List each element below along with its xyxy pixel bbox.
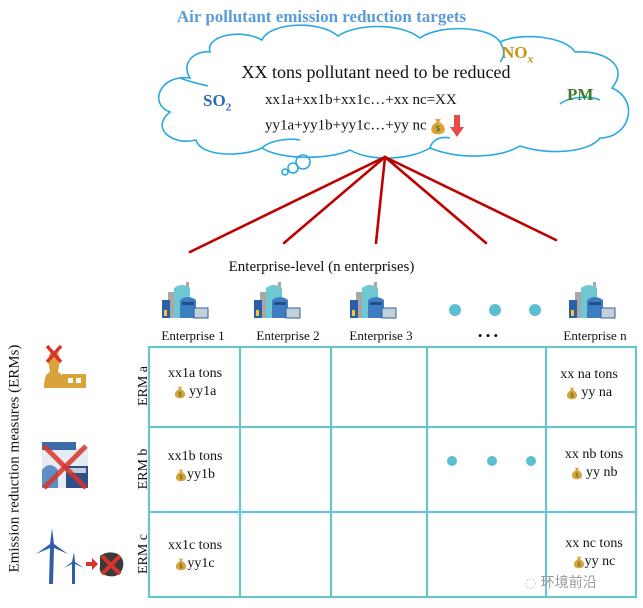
erm-axis-label: Emission reduction measures (ERMs) xyxy=(6,344,23,573)
cell-cost: yy na xyxy=(581,385,613,400)
enterprise-level-label: Enterprise-level (n enterprises) xyxy=(228,259,415,275)
ellipsis-dots-grid xyxy=(447,456,536,466)
enterprise-label-1: Enterprise 1 xyxy=(161,328,225,343)
connector-line-4 xyxy=(383,155,488,245)
cloud-shape xyxy=(158,24,630,176)
connector-line-5 xyxy=(383,155,558,242)
down-arrow-icon xyxy=(450,115,465,137)
money-bag-icon: $ xyxy=(566,387,577,399)
cell-cost: yy1a xyxy=(189,384,217,399)
tons-equation: xx1a+xx1b+xx1c…+xx nc=XX xyxy=(265,92,457,108)
crossed-out-power-plant-icon xyxy=(44,344,86,388)
money-bag-icon: $ xyxy=(176,558,187,570)
cell-enterprise-n-erm-c: xx nc tons $yy nc xyxy=(549,535,639,571)
money-bag-icon: $ xyxy=(431,119,446,135)
factory-icon xyxy=(350,282,397,319)
connector-line-3 xyxy=(374,155,387,245)
cell-tons: xx na tons xyxy=(560,367,618,382)
money-bag-icon: $ xyxy=(174,386,185,398)
factory-icon xyxy=(569,282,616,319)
svg-text:$: $ xyxy=(178,391,182,398)
cell-enterprise1-erm-b: xx1b tons $ yy1b xyxy=(150,448,240,484)
watermark: ◌ 环境前沿 xyxy=(525,575,597,591)
cell-tons: xx1c tons xyxy=(167,538,223,553)
cell-cost: yy nc xyxy=(584,554,616,569)
svg-text:$: $ xyxy=(179,563,183,570)
svg-text:$: $ xyxy=(179,474,183,481)
money-bag-icon: $ xyxy=(573,556,584,568)
money-bag-icon: $ xyxy=(571,467,582,479)
cost-equation-row: yy1a+yy1b+yy1c…+yy nc $ xyxy=(265,115,465,137)
svg-text:$: $ xyxy=(436,124,441,133)
cell-tons: xx nc tons xyxy=(565,536,623,551)
enterprise-label-ellipsis: • • • xyxy=(477,328,499,343)
enterprise-label-2: Enterprise 2 xyxy=(256,328,320,343)
ellipsis-dots-header xyxy=(449,304,541,316)
crossed-out-factory-icon xyxy=(42,442,88,490)
svg-text:$: $ xyxy=(575,472,579,479)
cell-enterprise-n-erm-b: xx nb tons $ yy nb xyxy=(549,446,639,482)
erm-grid xyxy=(147,345,638,599)
wind-turbine-replace-coal-icon xyxy=(36,528,124,584)
cost-equation: yy1a+yy1b+yy1c…+yy nc xyxy=(265,117,427,134)
cell-cost: yy nb xyxy=(586,465,618,480)
so2-label: SO2 xyxy=(203,91,232,114)
cell-tons: xx1b tons xyxy=(167,449,223,464)
svg-text:$: $ xyxy=(570,392,574,399)
factory-icon xyxy=(162,282,209,319)
pm-label: PM xyxy=(567,85,594,104)
cell-cost: yy1b xyxy=(187,467,215,482)
cell-enterprise1-erm-a: xx1a tons $ yy1a xyxy=(150,365,240,401)
reduction-target-text: XX tons pollutant need to be reduced xyxy=(241,62,511,82)
grid-border xyxy=(147,345,638,599)
factory-icon xyxy=(254,282,301,319)
cell-enterprise-n-erm-a: xx na tons $ yy na xyxy=(547,366,631,402)
wechat-icon: ◌ xyxy=(525,576,537,591)
enterprise-label-3: Enterprise 3 xyxy=(349,328,413,343)
enterprise-label-n: Enterprise n xyxy=(563,328,627,343)
money-bag-icon: $ xyxy=(175,469,187,481)
cell-cost: yy1c xyxy=(187,556,215,571)
connector-line-2 xyxy=(282,155,387,245)
diagram-title: Air pollutant emission reduction targets xyxy=(176,7,467,26)
cell-tons: xx1a tons xyxy=(167,366,223,381)
connector-line-1 xyxy=(188,155,387,254)
nox-label: NOx xyxy=(502,43,534,66)
cell-tons: xx nb tons xyxy=(564,447,624,462)
connector-lines xyxy=(188,155,558,254)
svg-text:$: $ xyxy=(577,561,581,568)
cell-enterprise1-erm-c: xx1c tons $ yy1c xyxy=(150,537,240,573)
